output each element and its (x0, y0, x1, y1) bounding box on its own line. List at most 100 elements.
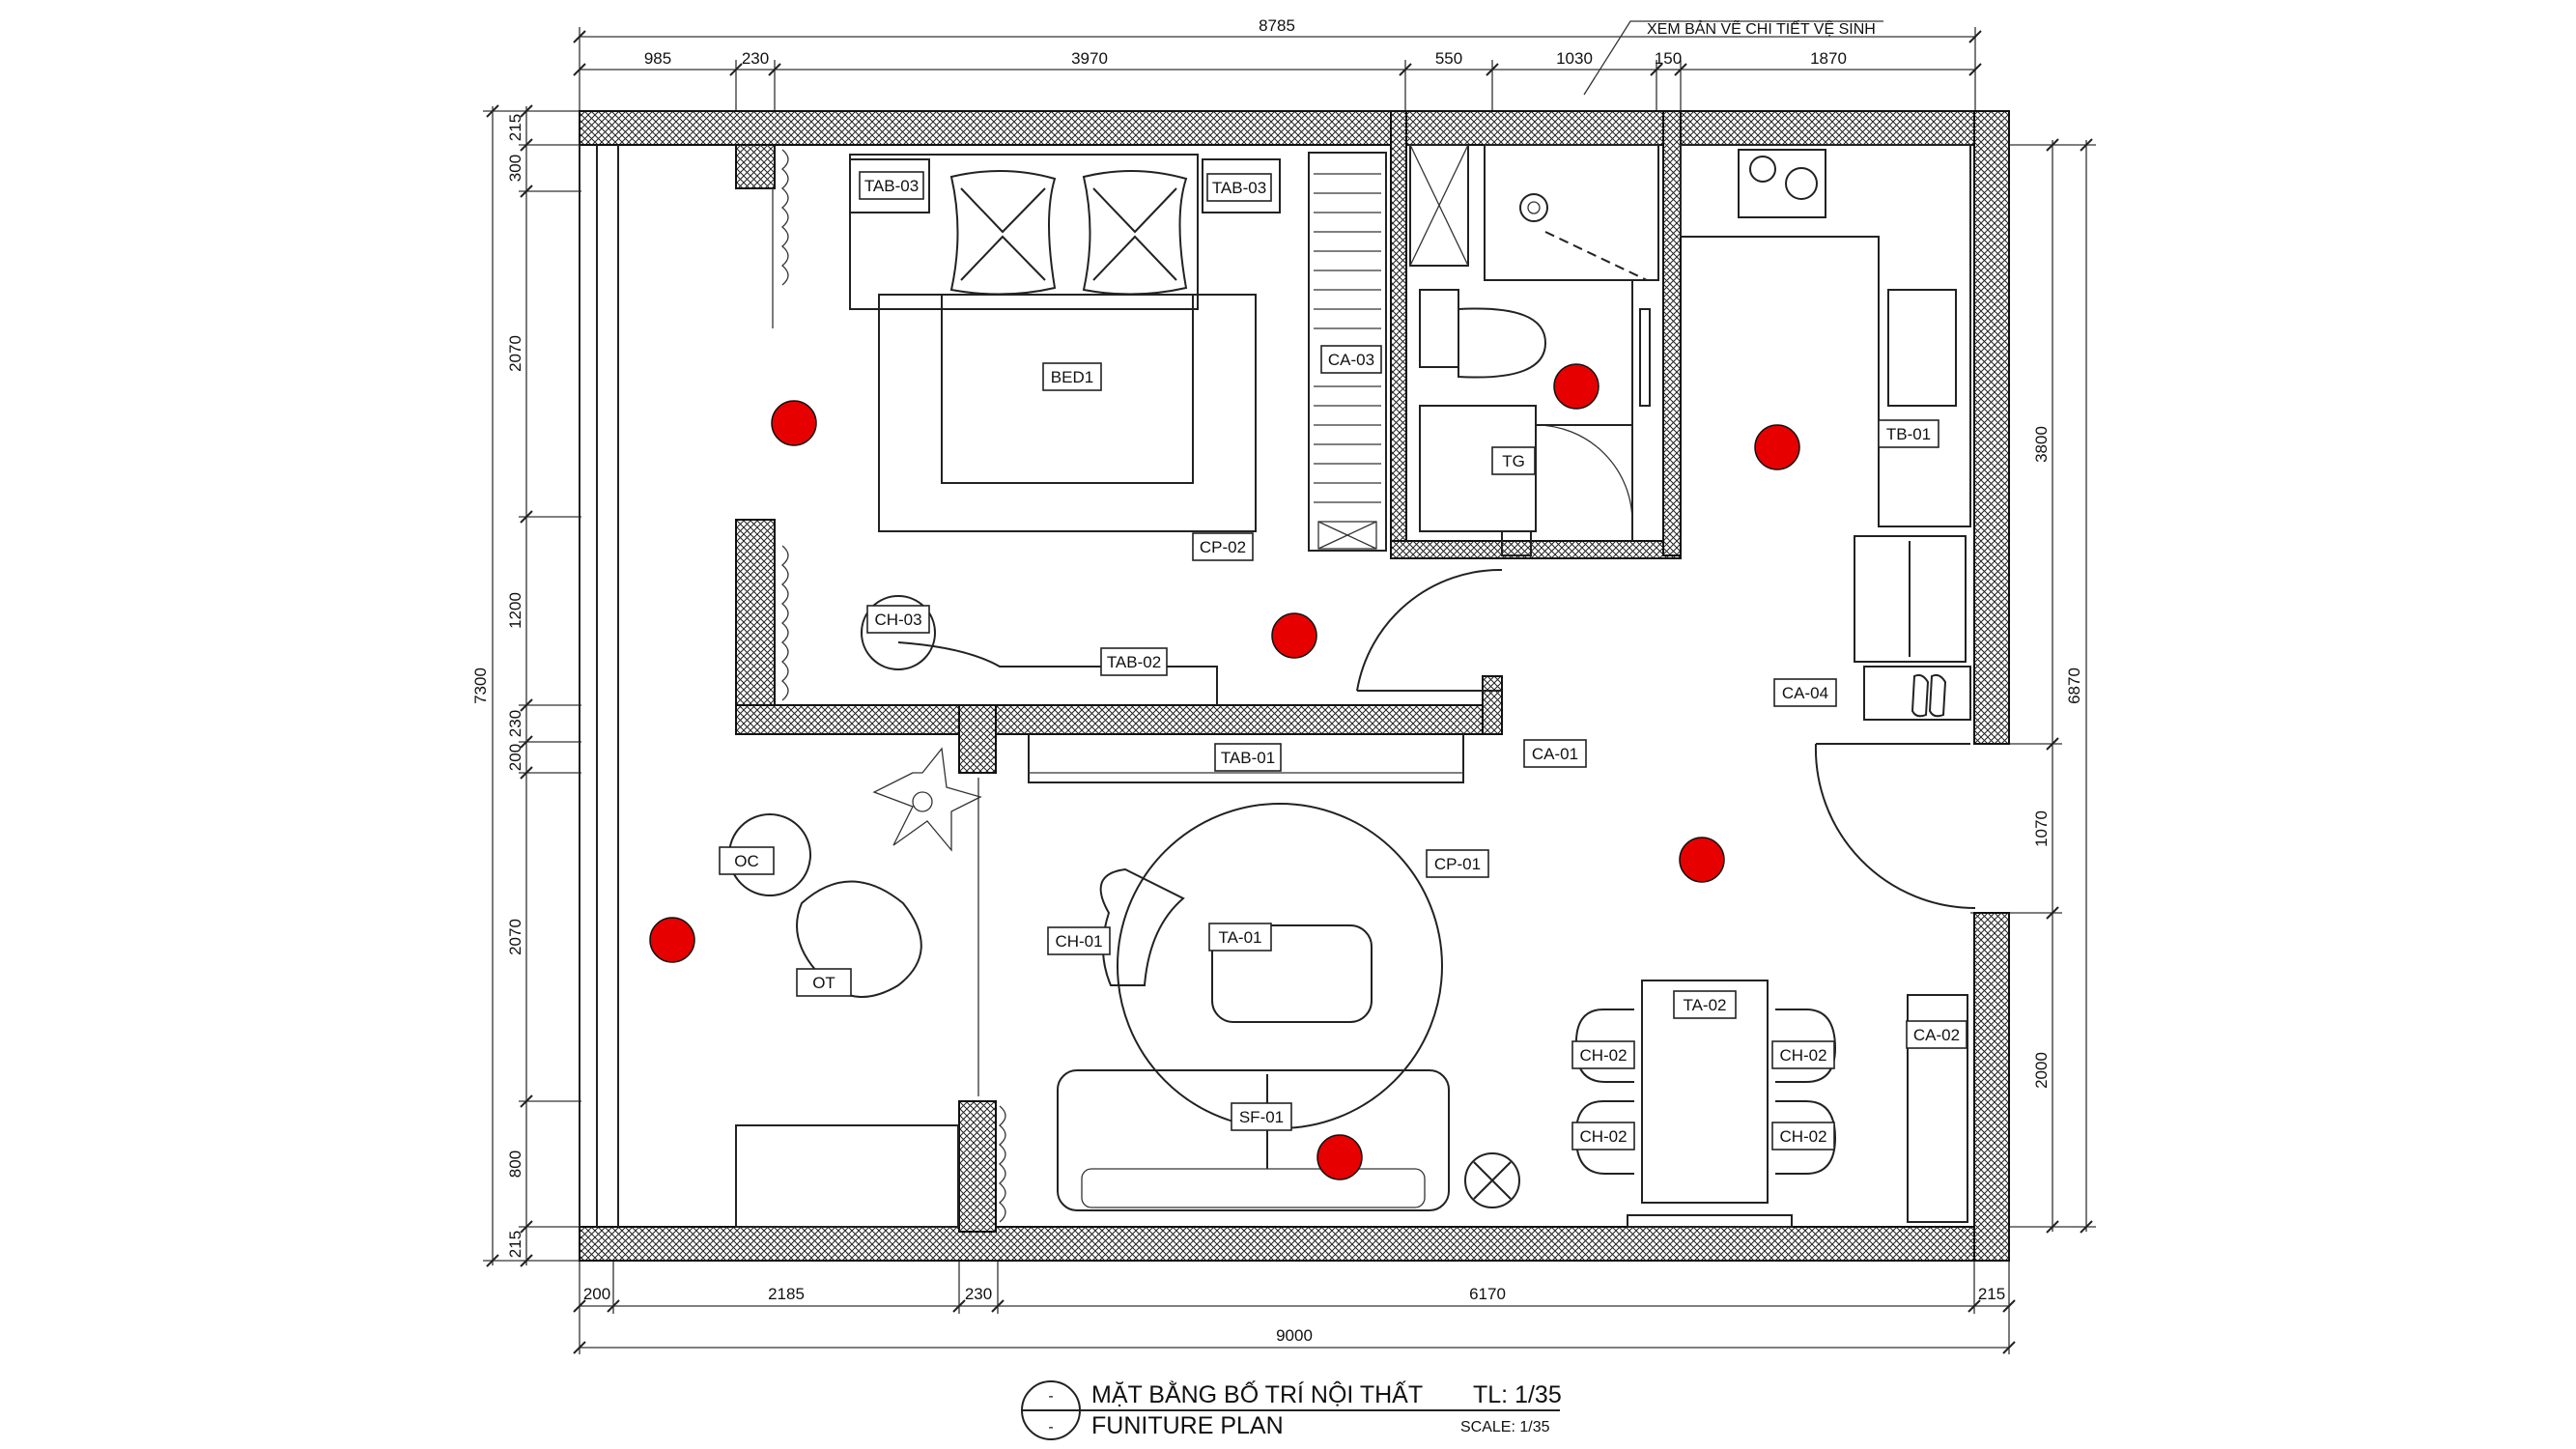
walls (579, 110, 2010, 1262)
svg-text:OT: OT (812, 974, 835, 992)
tag-oc: OC (719, 846, 775, 875)
bathroom-detail-note: XEM BẢN VẼ CHI TIẾT VỆ SINH (1647, 18, 1876, 38)
marker-dot (1553, 363, 1599, 410)
svg-text:CH-02: CH-02 (1579, 1127, 1627, 1146)
marker-dot (1316, 1134, 1363, 1180)
scale-en: SCALE: 1/35 (1460, 1419, 1550, 1435)
svg-text:TAB-02: TAB-02 (1107, 653, 1161, 671)
svg-text:CP-02: CP-02 (1200, 538, 1246, 556)
shoes-icon (1911, 673, 1947, 718)
title-en: FUNITURE PLAN (1091, 1412, 1284, 1439)
dim-top-seg-5: 1030 (1556, 49, 1593, 68)
dim-left-seg-4: 1200 (506, 592, 524, 629)
tag-bed1: BED1 (1042, 362, 1102, 391)
tag-ch-02-bottom-right: CH-02 (1771, 1122, 1835, 1151)
svg-text:CA-01: CA-01 (1532, 745, 1578, 763)
dim-right-total: 6870 (2065, 668, 2083, 704)
tag-tab-01: TAB-01 (1214, 743, 1282, 772)
svg-text:CA-03: CA-03 (1328, 351, 1374, 369)
svg-text:TAB-03: TAB-03 (864, 177, 919, 195)
dim-left-seg-8: 800 (506, 1151, 524, 1178)
dim-left-seg-9: 215 (506, 1231, 524, 1258)
coffee-table-ta-01 (1211, 924, 1373, 1023)
tag-cp-02: CP-02 (1192, 532, 1254, 561)
tag-tab-03-right: TAB-03 (1206, 173, 1272, 202)
dim-top-seg-3: 3970 (1071, 49, 1108, 68)
tag-cp-01: CP-01 (1426, 849, 1489, 878)
rug-cp-01 (1117, 803, 1443, 1129)
svg-text:SF-01: SF-01 (1239, 1108, 1284, 1126)
bedroom-furniture (772, 149, 1387, 705)
dim-bottom-seg-4: 6170 (1469, 1285, 1506, 1303)
tag-ch-02-top-right: CH-02 (1771, 1040, 1835, 1069)
tag-ch-01: CH-01 (1047, 926, 1111, 955)
tag-ch-02-top-left: CH-02 (1571, 1040, 1635, 1069)
dim-top-seg-1: 985 (644, 49, 671, 68)
furniture-tags: TAB-03 TAB-03 BED1 CA-03 TG TB-01 CP-02 … (719, 171, 1967, 1151)
left-dimension-chain: 7300 215 300 2070 1200 230 200 2070 800 … (471, 104, 581, 1267)
symbol-bottom: - (1048, 1419, 1053, 1435)
cabinet-ca-02 (1907, 994, 1968, 1223)
tag-ot: OT (796, 968, 852, 997)
tag-ca-01: CA-01 (1523, 739, 1587, 768)
svg-text:TA-01: TA-01 (1218, 928, 1261, 947)
side-table-icon (1464, 1152, 1520, 1208)
dim-left-seg-5: 230 (506, 710, 524, 737)
dim-left-seg-6: 200 (506, 744, 524, 771)
marker-dot (649, 917, 695, 963)
right-dimension-chain: 3800 1070 2000 6870 (1970, 138, 2096, 1234)
svg-text:TG: TG (1502, 452, 1525, 470)
tag-ta-02: TA-02 (1673, 990, 1737, 1019)
svg-text:CP-01: CP-01 (1434, 855, 1481, 873)
pillow-icon (949, 169, 1188, 296)
tag-ca-02: CA-02 (1906, 1020, 1967, 1049)
dim-top-seg-2: 230 (742, 49, 769, 68)
dim-right-seg-1: 3800 (2032, 426, 2051, 463)
desk-tab-02 (897, 641, 1218, 705)
tag-ch-02-bottom-left: CH-02 (1571, 1122, 1635, 1151)
dim-top-seg-7: 1870 (1810, 49, 1847, 68)
dim-left-seg-1: 215 (506, 114, 524, 141)
fridge (1854, 535, 1967, 663)
armchair-ch-01 (1099, 867, 1185, 986)
vanity-tg (1419, 405, 1537, 532)
svg-text:CH-02: CH-02 (1779, 1046, 1826, 1065)
plant-icon (872, 747, 982, 852)
tag-tb-01: TB-01 (1878, 419, 1939, 448)
rug-cp-02 (878, 294, 1257, 532)
entry-door-swing (1814, 743, 1976, 909)
bottom-dimension-chain: 200 2185 230 6170 215 9000 (573, 1256, 2016, 1354)
dining-table-ta-02 (1641, 980, 1769, 1204)
sink-tb-01 (1887, 289, 1957, 407)
svg-text:CH-02: CH-02 (1779, 1127, 1826, 1146)
cooktop-burner-icon (1749, 156, 1776, 183)
svg-text:BED1: BED1 (1051, 368, 1093, 386)
tag-ca-04: CA-04 (1773, 678, 1837, 707)
toilet-icon (1419, 289, 1459, 368)
dim-bottom-seg-1: 200 (583, 1285, 610, 1303)
dim-bottom-seg-5: 215 (1978, 1285, 2005, 1303)
kitchen-counter (1680, 144, 1971, 527)
dim-bottom-seg-3: 230 (965, 1285, 992, 1303)
bed-headboard (849, 154, 1199, 310)
tag-ch-03: CH-03 (866, 605, 930, 634)
svg-text:CH-03: CH-03 (874, 611, 921, 629)
title-block: - - MẶT BẰNG BỐ TRÍ NỘI THẤT FUNITURE PL… (1021, 1379, 1562, 1440)
tag-ta-01: TA-01 (1208, 923, 1272, 952)
dim-top-seg-4: 550 (1435, 49, 1462, 68)
nightstand-right (1202, 158, 1281, 213)
symbol-top: - (1048, 1388, 1053, 1405)
wardrobe-ca-03 (1308, 152, 1387, 552)
balcony-frame (579, 145, 959, 1228)
tag-ca-03: CA-03 (1320, 345, 1382, 374)
shower-area (1409, 144, 1469, 267)
marker-dot (771, 400, 817, 446)
dim-bottom-total: 9000 (1276, 1326, 1313, 1345)
svg-text:CA-02: CA-02 (1913, 1026, 1960, 1044)
cooktop-burner-icon (1785, 167, 1818, 200)
tag-tab-03-left: TAB-03 (859, 171, 924, 200)
dim-right-seg-2: 1070 (2032, 810, 2051, 847)
curtain-bedroom (772, 149, 789, 701)
dim-top-seg-6: 150 (1655, 49, 1682, 68)
tag-tab-02: TAB-02 (1100, 647, 1168, 676)
